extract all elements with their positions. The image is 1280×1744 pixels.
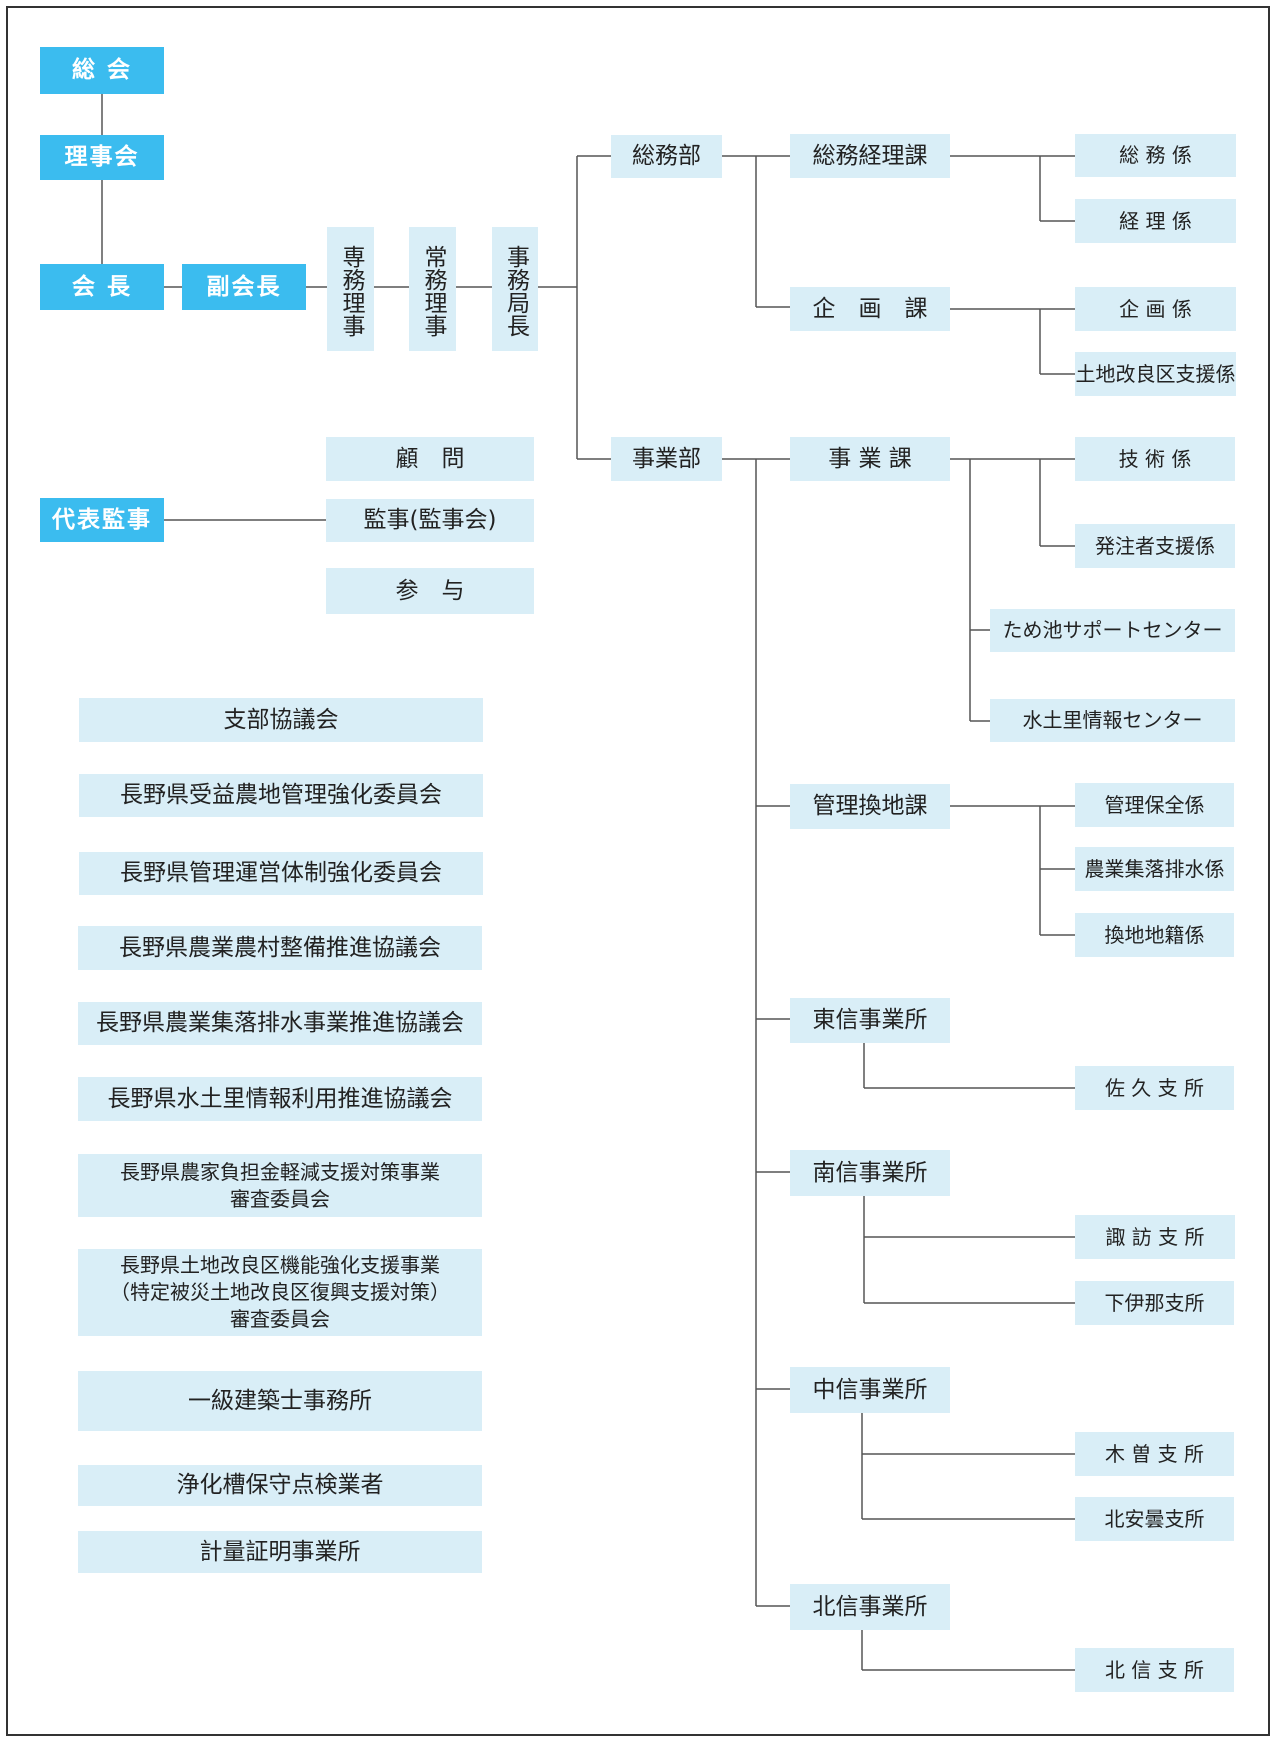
node-hokushin-shisho: 北 信 支 所 <box>1075 1648 1234 1692</box>
node-hatchusha-shien: 発注者支援係 <box>1075 524 1235 568</box>
node-hokushin: 北信事業所 <box>790 1584 950 1630</box>
committee-item: 長野県農家負担金軽減支援対策事業 審査委員会 <box>78 1154 482 1217</box>
node-jimukyokucho: 事務局長 <box>492 227 538 351</box>
node-mizu-tsuchi-sato: 水土里情報センター <box>990 699 1235 742</box>
committee-item: 浄化槽保守点検業者 <box>78 1465 482 1506</box>
node-kanri-hozen: 管理保全係 <box>1075 783 1234 827</box>
node-somu-keiri-ka: 総務経理課 <box>790 134 950 178</box>
node-kanji: 監事(監事会) <box>326 499 534 542</box>
committee-item: 長野県土地改良区機能強化支援事業 （特定被災土地改良区復興支援対策） 審査委員会 <box>78 1249 482 1336</box>
node-somu-kakari: 総 務 係 <box>1075 134 1236 177</box>
node-kanri-kanchi-ka: 管理換地課 <box>790 784 950 829</box>
node-shimoina: 下伊那支所 <box>1075 1281 1234 1325</box>
node-sanyo: 参 与 <box>326 568 534 614</box>
node-keiri-kakari: 経 理 係 <box>1075 199 1236 243</box>
committee-item: 一級建築士事務所 <box>78 1371 482 1431</box>
committee-item: 長野県農業農村整備推進協議会 <box>78 926 482 970</box>
node-kitaazumi: 北安曇支所 <box>1075 1497 1234 1541</box>
node-senmu: 専務理事 <box>327 227 374 351</box>
node-kikaku-kakari: 企 画 係 <box>1075 287 1236 331</box>
node-tameike: ため池サポートセンター <box>990 609 1235 652</box>
committee-item: 計量証明事業所 <box>78 1531 482 1573</box>
node-gijutsu-kakari: 技 術 係 <box>1075 437 1235 481</box>
committee-item: 長野県受益農地管理強化委員会 <box>79 774 483 817</box>
node-soukai: 総 会 <box>40 47 164 94</box>
committee-item: 長野県管理運営体制強化委員会 <box>79 852 483 895</box>
committee-item: 長野県農業集落排水事業推進協議会 <box>78 1002 482 1045</box>
node-kanchi-chiseki: 換地地籍係 <box>1075 913 1234 957</box>
node-kikaku-ka: 企 画 課 <box>790 287 950 331</box>
node-jigyo-ka: 事 業 課 <box>790 437 950 481</box>
node-toshin: 東信事業所 <box>790 998 950 1043</box>
node-saku: 佐 久 支 所 <box>1075 1066 1234 1110</box>
node-jigyobu: 事業部 <box>611 437 722 481</box>
committee-item: 支部協議会 <box>79 698 483 742</box>
node-daihyo-kanji: 代表監事 <box>40 498 164 542</box>
node-suwa: 諏 訪 支 所 <box>1075 1215 1235 1259</box>
node-chushin: 中信事業所 <box>790 1367 950 1413</box>
node-kaicho: 会 長 <box>40 264 164 310</box>
node-tochi-shien: 土地改良区支援係 <box>1075 352 1236 396</box>
node-rijikai: 理事会 <box>40 135 164 180</box>
node-nanshin: 南信事業所 <box>790 1150 950 1196</box>
node-somubu: 総務部 <box>611 135 722 178</box>
node-kiso: 木 曽 支 所 <box>1075 1432 1234 1476</box>
node-fukukaicho: 副会長 <box>182 264 306 310</box>
node-jomu: 常務理事 <box>409 227 456 351</box>
node-nogyo-shuraku: 農業集落排水係 <box>1075 847 1234 891</box>
node-komon: 顧 問 <box>326 437 534 481</box>
committee-item: 長野県水土里情報利用推進協議会 <box>78 1077 482 1121</box>
